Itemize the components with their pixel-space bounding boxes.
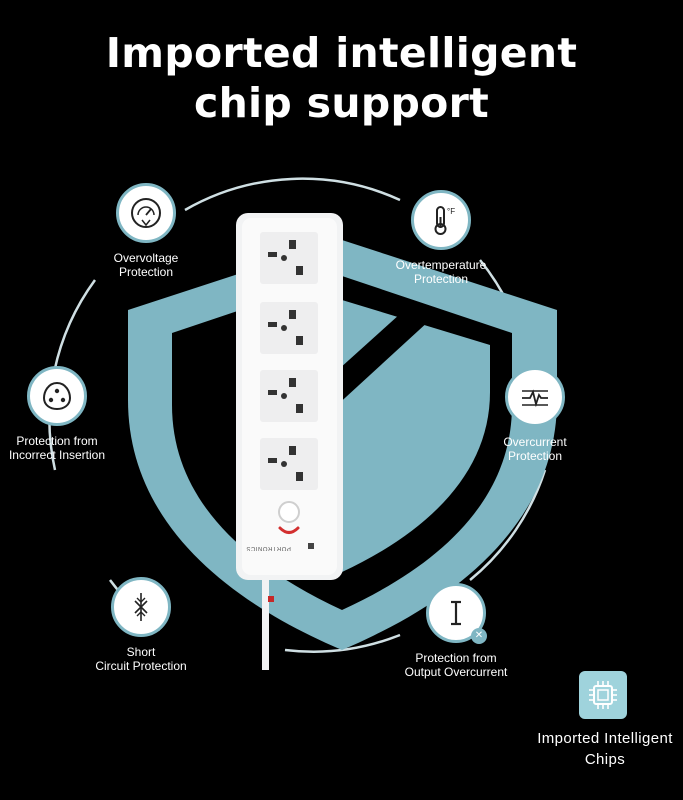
title-line-1: Imported intelligent (105, 29, 578, 77)
feature-label-line1: Protection from (415, 651, 497, 665)
outlet-3 (260, 370, 318, 422)
feature-label-line2: Protection (507, 449, 563, 463)
brand-logo (308, 543, 314, 549)
feature-label-line2: Output Overcurrent (404, 665, 508, 679)
feature-label-line2: Incorrect Insertion (8, 448, 106, 462)
title-line-2: chip support (193, 79, 490, 127)
waveform-icon (505, 367, 565, 427)
feature-label-line1: Protection from (16, 434, 98, 448)
socket-pins-icon (27, 366, 87, 426)
feature-label-line2: Circuit Protection (95, 659, 187, 673)
chip-label-line2: Chips (584, 751, 626, 768)
feature-label-line1: Short (126, 645, 156, 659)
power-switch (278, 501, 300, 523)
outlet-1 (260, 232, 318, 284)
short-circuit-icon (111, 577, 171, 637)
power-cable (262, 580, 269, 670)
thermometer-unit: °F (447, 207, 455, 216)
x-mark-icon: ✕ (471, 628, 487, 644)
switch-indicator (278, 526, 300, 534)
chip-icon (579, 671, 627, 719)
brand-text: PORTRONICS (246, 545, 291, 551)
outlet-2 (260, 302, 318, 354)
gauge-icon (116, 183, 176, 243)
chip-label-line1: Imported Intelligent (537, 730, 673, 747)
outlet-4 (260, 438, 318, 490)
feature-label-line1: Overvoltage (113, 251, 179, 265)
thermometer-icon: °F (411, 190, 471, 250)
feature-label-line2: Protection (118, 265, 174, 279)
power-strip (236, 213, 343, 670)
feature-label-line2: Protection (413, 272, 469, 286)
feature-label-line1: Overtemperature (395, 258, 487, 272)
current-x-icon: ✕ (426, 583, 487, 644)
feature-label-line1: Overcurrent (503, 435, 567, 449)
page-title: Imported intelligent chip support (0, 28, 683, 128)
chip-label: Imported Intelligent Chips (505, 728, 683, 770)
